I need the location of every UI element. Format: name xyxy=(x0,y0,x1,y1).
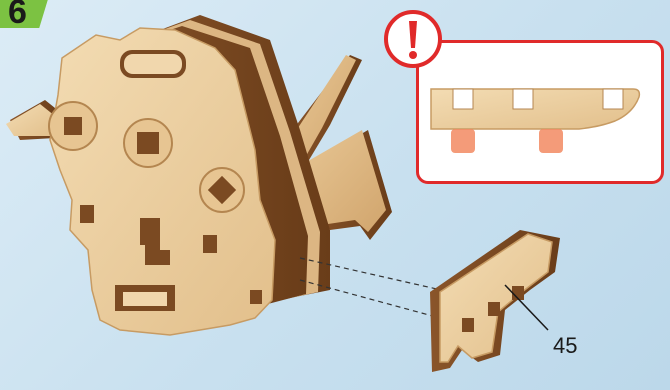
warning-callout xyxy=(416,40,664,184)
slot-square xyxy=(603,89,623,109)
part-45-plate xyxy=(430,230,560,372)
peg-highlight xyxy=(539,129,563,153)
slot-square xyxy=(453,89,473,109)
peg-highlight xyxy=(451,129,475,153)
step-number: 6 xyxy=(8,0,27,32)
warning-part-illustration xyxy=(419,43,661,181)
slot-square xyxy=(513,89,533,109)
part-number-label: 45 xyxy=(553,334,577,358)
exclamation-icon xyxy=(384,10,442,68)
